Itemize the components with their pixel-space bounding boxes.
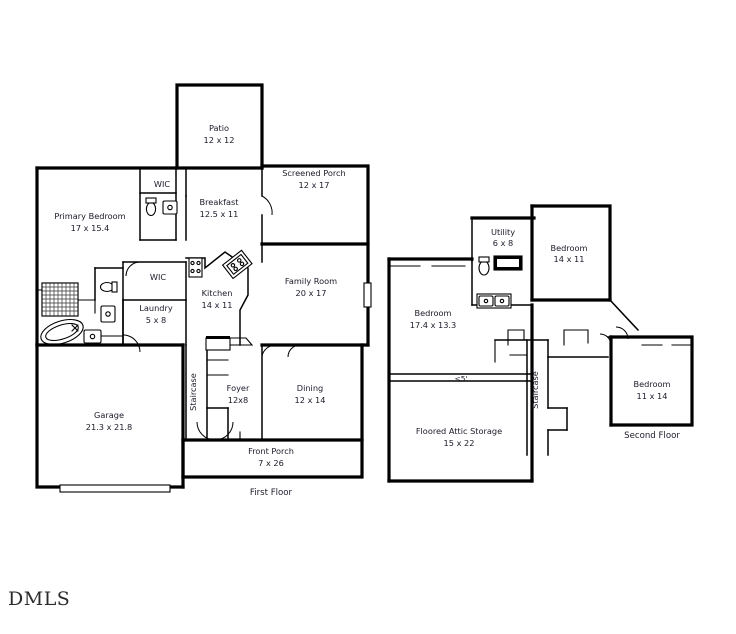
- bathtub-icon: [40, 318, 84, 346]
- annotation-knee-wall: <5': [455, 374, 468, 383]
- dim-bedroom-11x14: 11 x 14: [637, 391, 668, 401]
- sink-icon-hall: [162, 200, 178, 215]
- label-foyer: Foyer: [227, 383, 250, 393]
- label-wic-hall: WIC: [150, 272, 167, 282]
- label-bedroom-17x13: Bedroom: [414, 308, 451, 318]
- knee-wall: [388, 373, 533, 382]
- second-floor-door-jambs: [388, 265, 693, 353]
- first-floor-interior-walls: [36, 167, 263, 441]
- main-house-exterior: [35, 166, 370, 489]
- label-bedroom-14x11: Bedroom: [550, 243, 587, 253]
- label-laundry: Laundry: [139, 303, 173, 313]
- caption-first-floor: First Floor: [250, 488, 293, 498]
- kitchen-island-icon: [221, 249, 253, 280]
- dim-breakfast: 12.5 x 11: [200, 209, 239, 219]
- dim-bedroom-17x13: 17.4 x 13.3: [410, 320, 457, 330]
- patio-walls: [175, 83, 264, 170]
- shower-tile-hatch: [41, 282, 79, 317]
- dim-screened-porch: 12 x 17: [299, 180, 330, 190]
- caption-second-floor: Second Floor: [624, 431, 680, 441]
- second-floor-group: Utility 6 x 8 Bedroom 14 x 11 Bedroom 17…: [387, 204, 694, 483]
- dim-bedroom-14x11: 14 x 11: [554, 254, 585, 264]
- dim-dining: 12 x 14: [295, 395, 326, 405]
- second-floor-bath-fixtures: [476, 255, 523, 309]
- label-dining: Dining: [297, 383, 323, 393]
- dim-laundry: 5 x 8: [146, 315, 166, 325]
- toilet-icon-second: [478, 256, 490, 276]
- first-floor-labels: Patio 12 x 12 Screened Porch 12 x 17 Pri…: [54, 123, 345, 498]
- second-floor-door-swings: [599, 326, 629, 346]
- second-floor-labels: Utility 6 x 8 Bedroom 14 x 11 Bedroom 17…: [410, 227, 681, 448]
- toilet-icon-hall: [145, 197, 157, 217]
- primary-bath-fixtures: [40, 281, 118, 346]
- label-utility: Utility: [491, 227, 515, 237]
- label-kitchen: Kitchen: [202, 288, 233, 298]
- family-room-window: [363, 282, 372, 308]
- utility-walls: [470, 216, 536, 306]
- garage-door: [59, 484, 171, 493]
- dim-patio: 12 x 12: [204, 135, 235, 145]
- label-staircase-first: Staircase: [188, 373, 198, 411]
- dim-foyer: 12x8: [228, 395, 248, 405]
- label-patio: Patio: [209, 123, 229, 133]
- label-primary-bedroom: Primary Bedroom: [54, 211, 125, 221]
- sink-icon-primary-1: [83, 329, 102, 344]
- dim-attic-storage: 15 x 22: [444, 438, 475, 448]
- bathtub-icon-second: [493, 255, 523, 271]
- label-breakfast: Breakfast: [200, 197, 240, 207]
- label-front-porch: Front Porch: [248, 446, 294, 456]
- hall-bath-fixtures: [145, 197, 178, 217]
- label-wic-primary: WIC: [154, 179, 171, 189]
- bedroom-11x14-walls: [547, 298, 694, 427]
- dim-front-porch: 7 x 26: [258, 458, 284, 468]
- dim-utility: 6 x 8: [493, 238, 513, 248]
- first-floor-door-swings: [122, 195, 301, 441]
- sink-icon-primary-2: [100, 305, 116, 323]
- staircase-second-walls: [494, 339, 568, 456]
- foyer-cabinet-icon: [205, 336, 254, 351]
- watermark-dmls: DMLS: [8, 588, 71, 610]
- label-staircase-second: Staircase: [530, 371, 540, 409]
- dim-garage: 21.3 x 21.8: [86, 422, 133, 432]
- dim-primary-bedroom: 17 x 15.4: [71, 223, 110, 233]
- label-garage: Garage: [94, 410, 124, 420]
- toilet-icon-primary: [99, 281, 118, 293]
- bedroom-17x13-walls: [387, 257, 534, 483]
- dim-kitchen: 14 x 11: [202, 300, 233, 310]
- cooktop-icon: [188, 257, 203, 278]
- label-attic-storage: Floored Attic Storage: [416, 426, 502, 436]
- label-screened-porch: Screened Porch: [282, 168, 346, 178]
- kitchen-fixtures: [188, 249, 253, 280]
- label-bedroom-11x14: Bedroom: [633, 379, 670, 389]
- bedroom-14x11-walls: [530, 204, 612, 302]
- label-family-room: Family Room: [285, 276, 337, 286]
- dim-family-room: 20 x 17: [296, 288, 327, 298]
- first-floor-group: Patio 12 x 12 Screened Porch 12 x 17 Pri…: [35, 83, 372, 498]
- screened-porch-walls: [260, 164, 370, 246]
- double-vanity-icon: [476, 293, 512, 309]
